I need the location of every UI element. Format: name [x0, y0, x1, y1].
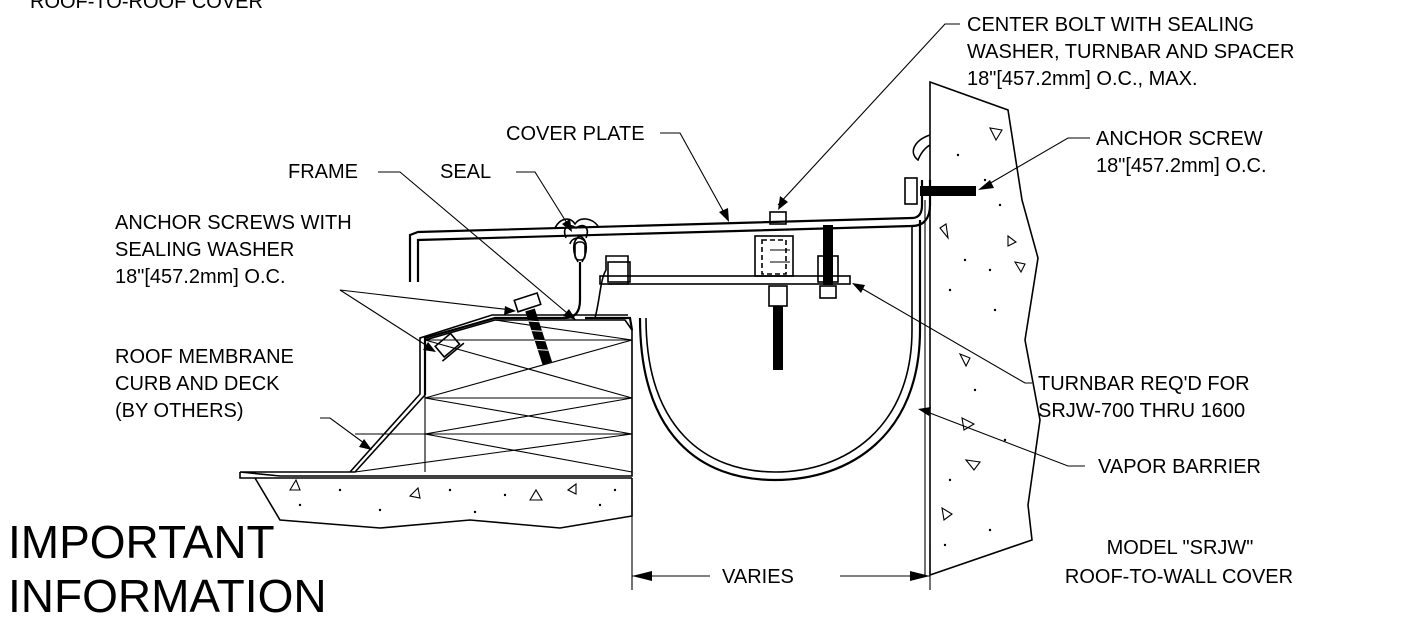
label-top-cut: ROOF-TO-ROOF COVER [30, 0, 263, 13]
label-varies: VARIES [722, 566, 794, 588]
label-roof-membrane-line3: (BY OTHERS) [115, 400, 244, 422]
concrete-wall [912, 80, 1041, 577]
label-frame: FRAME [288, 161, 358, 183]
center-bolt [754, 211, 794, 370]
label-anchor-screw-line1: ANCHOR SCREW [1096, 128, 1263, 150]
varies-dimension [631, 500, 931, 590]
label-anchor-screws-washer-line3: 18"[457.2mm] O.C. [115, 266, 286, 288]
label-model-line1: MODEL "SRJW" [1107, 537, 1254, 559]
label-center-bolt-line1: CENTER BOLT WITH SEALING [967, 14, 1254, 36]
label-seal: SEAL [440, 161, 491, 183]
roof-deck-and-curb [239, 314, 633, 529]
label-cover-plate: COVER PLATE [506, 123, 645, 145]
important-information-line1: IMPORTANT [8, 516, 275, 568]
label-turnbar-line2: SRJW-700 THRU 1600 [1038, 400, 1245, 422]
callout-labels: ROOF-TO-ROOF COVER CENTER BOLT WITH SEAL… [8, 0, 1294, 620]
label-anchor-screw-line2: 18"[457.2mm] O.C. [1096, 155, 1267, 177]
label-vapor-barrier: VAPOR BARRIER [1098, 456, 1261, 478]
wall-anchor-screw [904, 177, 976, 205]
turnbar [599, 275, 851, 285]
vapor-barrier [638, 220, 922, 482]
seal [563, 224, 589, 245]
label-anchor-screws-washer-line2: SEALING WASHER [115, 239, 294, 261]
frame [423, 235, 634, 395]
leader-lines [320, 23, 1090, 467]
label-anchor-screws-washer-line1: ANCHOR SCREWS WITH [115, 212, 352, 234]
cover-plate [408, 180, 932, 282]
important-information-line2: INFORMATION [8, 570, 327, 620]
label-center-bolt-line3: 18"[457.2mm] O.C., MAX. [967, 68, 1198, 90]
label-turnbar-line1: TURNBAR REQ'D FOR [1038, 373, 1250, 395]
frame-anchor-screw [434, 291, 553, 365]
turnbar-stud [817, 225, 839, 299]
label-roof-membrane-line1: ROOF MEMBRANE [115, 346, 294, 368]
label-center-bolt-line2: WASHER, TURNBAR AND SPACER [967, 41, 1294, 63]
label-model-line2: ROOF-TO-WALL COVER [1065, 566, 1293, 588]
label-roof-membrane-line2: CURB AND DECK [115, 373, 280, 395]
